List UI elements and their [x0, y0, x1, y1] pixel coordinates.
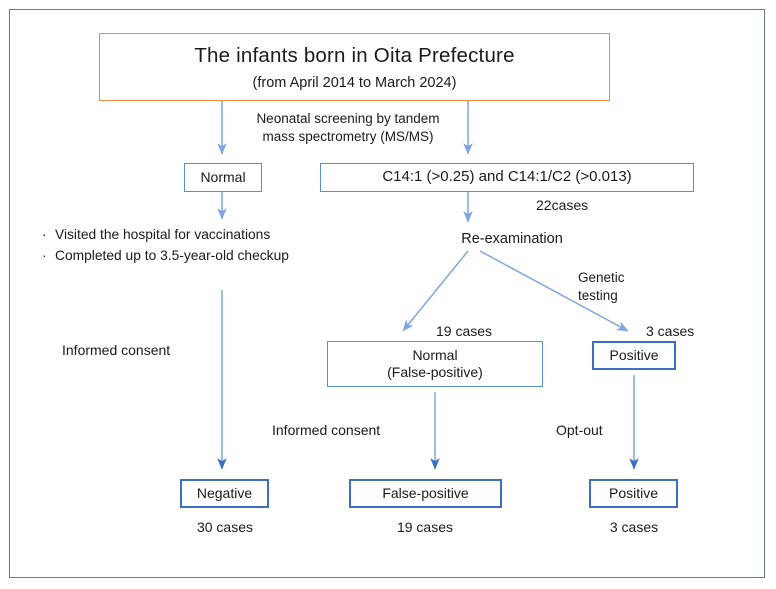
genetic-testing-label: Genetic testing [578, 270, 625, 303]
negative-box: Negative [180, 479, 269, 508]
bullet-marker: · [42, 227, 47, 242]
cohort-title: The infants born in Oita Prefecture [194, 44, 515, 68]
cases-3-mid-label: 3 cases [646, 323, 695, 339]
cases-3-bottom-label: 3 cases [609, 519, 659, 535]
informed-consent-mid-label: Informed consent [272, 422, 381, 438]
positive-bottom-label: Positive [608, 484, 659, 501]
list-item-label: Visited the hospital for vaccinations [55, 227, 271, 242]
positive-bottom-box: Positive [589, 479, 678, 508]
informed-consent-left-label: Informed consent [62, 342, 171, 358]
cohort-box: The infants born in Oita Prefecture (fro… [99, 33, 610, 101]
list-item: · Completed up to 3.5-year-old checkup [42, 245, 342, 266]
false-positive-box: False-positive [349, 479, 502, 508]
cases-22-label: 22cases [536, 197, 589, 213]
false-positive-label: False-positive [382, 484, 469, 501]
normal-screen-box: Normal [184, 163, 262, 192]
positive-mid-box: Positive [592, 341, 676, 370]
cases-19-bottom-label: 19 cases [396, 519, 454, 535]
normal-false-positive-line2: (False-positive) [387, 364, 483, 380]
positive-mid-label: Positive [609, 346, 659, 363]
normal-screen-label: Normal [200, 168, 246, 185]
cohort-subtitle: (from April 2014 to March 2024) [252, 75, 457, 92]
criteria-label: C14:1 (>0.25) and C14:1/C2 (>0.013) [382, 168, 632, 186]
bullet-marker: · [42, 248, 47, 264]
cases-19-mid-label: 19 cases [436, 323, 493, 339]
criteria-box: C14:1 (>0.25) and C14:1/C2 (>0.013) [320, 163, 694, 192]
reexamination-label: Re-examination [461, 231, 563, 247]
normal-false-positive-box: Normal (False-positive) [327, 341, 543, 387]
followup-bullet-list: · Visited the hospital for vaccinations … [42, 224, 342, 267]
negative-label: Negative [196, 484, 253, 501]
normal-false-positive-line1: Normal [412, 346, 458, 363]
screening-label: Neonatal screening by tandem mass spectr… [256, 111, 440, 144]
list-item: · Visited the hospital for vaccinations [42, 224, 342, 245]
list-item-label: Completed up to 3.5-year-old checkup [55, 248, 289, 264]
cases-30-label: 30 cases [196, 519, 254, 535]
opt-out-label: Opt-out [556, 422, 603, 438]
